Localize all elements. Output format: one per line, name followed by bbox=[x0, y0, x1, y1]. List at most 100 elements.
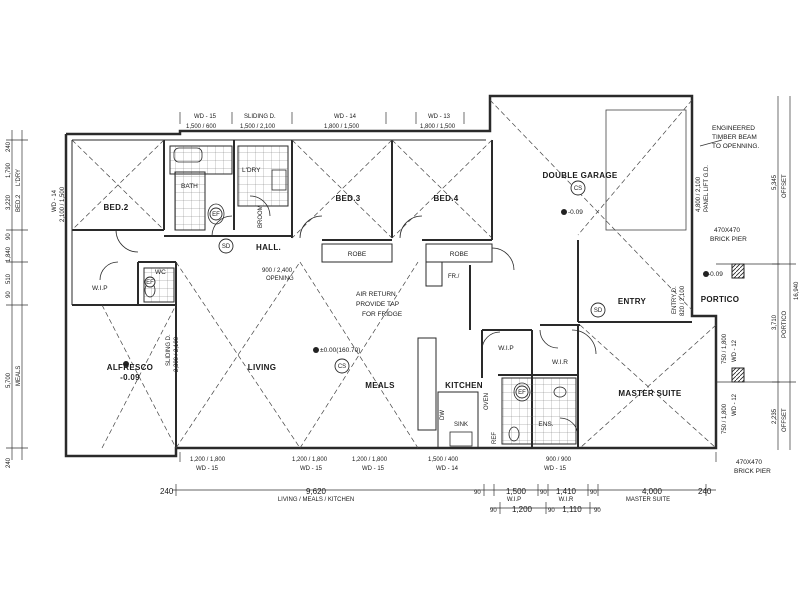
room-label-hall: HALL. bbox=[256, 243, 281, 252]
room-label-portico: PORTICO bbox=[701, 295, 740, 304]
dim-left-5700: 5,700 bbox=[6, 372, 12, 388]
dim-bottom-90-a: 90 bbox=[474, 490, 481, 496]
dim-left-510: 510 bbox=[6, 273, 12, 284]
dim-bottom-wir: 1,410 bbox=[556, 487, 577, 496]
room-label-bed4: BED.4 bbox=[433, 194, 458, 203]
room-label-bed2: BED.2 bbox=[103, 203, 128, 212]
alfresco-level: -0.09 bbox=[120, 373, 140, 382]
dim-left-240-bottom: 240 bbox=[6, 457, 12, 468]
ceiling-cs-garage bbox=[570, 180, 586, 196]
dim-right-offset-2: OFFSET bbox=[782, 408, 788, 432]
dim-left-90-a: 90 bbox=[6, 233, 12, 240]
bottom-window-1-size: 1,200 / 1,800 bbox=[190, 457, 226, 463]
note-pier-top-1: 470X470 bbox=[714, 227, 740, 234]
room-label-broom: BROOM bbox=[258, 205, 264, 228]
dim-bottom-wip: 1,500 bbox=[506, 487, 527, 496]
note-sink: SINK bbox=[454, 422, 468, 428]
dim-bottom2-1110: 1,110 bbox=[562, 505, 582, 514]
dim-right-offset-1: OFFSET bbox=[782, 174, 788, 198]
note-pier-top-2: BRICK PIER bbox=[710, 236, 747, 243]
level-markers bbox=[123, 209, 709, 367]
room-label-ldry: L'DRY bbox=[242, 167, 261, 174]
exhaust-fan-ens bbox=[515, 385, 529, 399]
room-label-living: LIVING bbox=[248, 363, 276, 372]
room-label-robe-bed4: ROBE bbox=[450, 251, 469, 258]
tiled-areas bbox=[143, 145, 577, 445]
top-window-1-size: 1,500 / 600 bbox=[186, 124, 217, 130]
ceiling-diagonals bbox=[71, 99, 717, 449]
fixtures bbox=[144, 147, 567, 447]
dim-bottom2-90-b: 90 bbox=[548, 508, 555, 514]
room-label-alfresco: ALFRESCO bbox=[107, 363, 153, 372]
dim-bottom-living: 9,620 bbox=[306, 487, 327, 496]
ceiling-symbols bbox=[144, 180, 606, 399]
dim-right-5345: 5,345 bbox=[772, 174, 778, 190]
sliding-door-size: 2,300 / 2,100 bbox=[174, 336, 180, 372]
left-dimension-lines bbox=[6, 130, 28, 460]
note-garage-door: 4,800 / 2,100 bbox=[696, 176, 702, 212]
ef-label-ens: EF bbox=[518, 390, 526, 396]
note-air-return: AIR RETURN bbox=[356, 291, 396, 298]
room-label-wc: WC bbox=[155, 269, 166, 276]
dim-bottom2-1200: 1,200 bbox=[512, 505, 533, 514]
ef-label-bath: EF bbox=[212, 212, 220, 218]
exhaust-fan-wc bbox=[144, 276, 156, 288]
bottom-dimension-lines bbox=[172, 452, 717, 514]
room-label-bed3: BED.3 bbox=[335, 194, 360, 203]
right-window-1-size: 750 / 1,800 bbox=[722, 333, 728, 364]
top-window-4-code: WD - 13 bbox=[428, 114, 451, 120]
bottom-window-3-size: 1,200 / 1,800 bbox=[352, 457, 388, 463]
top-window-3-code: WD - 14 bbox=[334, 114, 357, 120]
room-label-entry: ENTRY bbox=[618, 297, 647, 306]
room-label-robe-bed3: ROBE bbox=[348, 251, 367, 258]
dim-bottom-90-c: 90 bbox=[590, 490, 597, 496]
note-pier-bot-1: 470X470 bbox=[736, 459, 762, 466]
dim-right-3710: 3,710 bbox=[772, 314, 778, 330]
ef-label-wc: EF bbox=[146, 280, 154, 286]
smoke-detector-entry bbox=[590, 302, 606, 318]
dim-bottom-master: 4,000 bbox=[642, 487, 663, 496]
sliding-door-label: SLIDING D. bbox=[166, 334, 172, 366]
note-tap-line1: PROVIDE TAP bbox=[356, 301, 399, 308]
interior-walls bbox=[72, 140, 692, 448]
room-label-bath: BATH bbox=[181, 183, 198, 190]
ceiling-cs-living bbox=[334, 358, 350, 374]
room-label-ensuite: ENS. bbox=[538, 421, 553, 428]
note-opening-size: 900 / 2,400 bbox=[262, 268, 293, 274]
right-window-2-size: 750 / 1,800 bbox=[722, 403, 728, 434]
room-label-wip: W.I.P bbox=[92, 285, 108, 292]
robe-units bbox=[321, 243, 493, 287]
entry-door-label: ENTRY D. bbox=[672, 286, 678, 314]
door-swings bbox=[99, 195, 597, 437]
cs-label-garage: CS bbox=[574, 186, 582, 192]
cs-label-living: CS bbox=[338, 364, 346, 370]
dim-left-3220: 3,220 bbox=[6, 194, 12, 210]
bottom-window-1-code: WD - 15 bbox=[196, 466, 219, 472]
dim-bottom-90-b: 90 bbox=[540, 490, 547, 496]
brick-piers bbox=[731, 263, 745, 383]
dim-bottom-240-left: 240 bbox=[160, 487, 174, 496]
note-tap-line2: FOR FRIDGE bbox=[362, 311, 403, 318]
note-oven: OVEN bbox=[484, 393, 490, 410]
note-beam-2: TIMBER BEAM bbox=[712, 134, 757, 141]
left-window-size: 2,100 / 1,500 bbox=[60, 186, 66, 222]
room-label-master-suite: MASTER SUITE bbox=[618, 389, 682, 398]
outer-walls bbox=[64, 94, 718, 458]
dim-label-living: LIVING / MEALS / KITCHEN bbox=[278, 497, 354, 503]
exhaust-fan-bath bbox=[209, 207, 223, 221]
dim-bottom2-90-c: 90 bbox=[594, 508, 601, 514]
dim-bottom2-90-a: 90 bbox=[490, 508, 497, 514]
dim-left-240: 240 bbox=[6, 141, 12, 152]
right-dimension-lines bbox=[699, 96, 796, 450]
top-window-1-code: WD - 15 bbox=[194, 114, 217, 120]
note-opening-label: OPENING bbox=[266, 276, 294, 282]
room-label-fridge: FR./ bbox=[448, 274, 460, 280]
bottom-window-5-size: 900 / 900 bbox=[546, 457, 572, 463]
sd-label-hall: SD bbox=[222, 244, 231, 250]
note-center-level: ±0.00(160.70) bbox=[320, 347, 360, 354]
dim-bottom-240-right: 240 bbox=[698, 487, 712, 496]
dim-right-portico: PORTICO bbox=[782, 310, 788, 338]
kitchen-bench bbox=[437, 391, 479, 449]
note-ref: REF bbox=[492, 432, 498, 444]
